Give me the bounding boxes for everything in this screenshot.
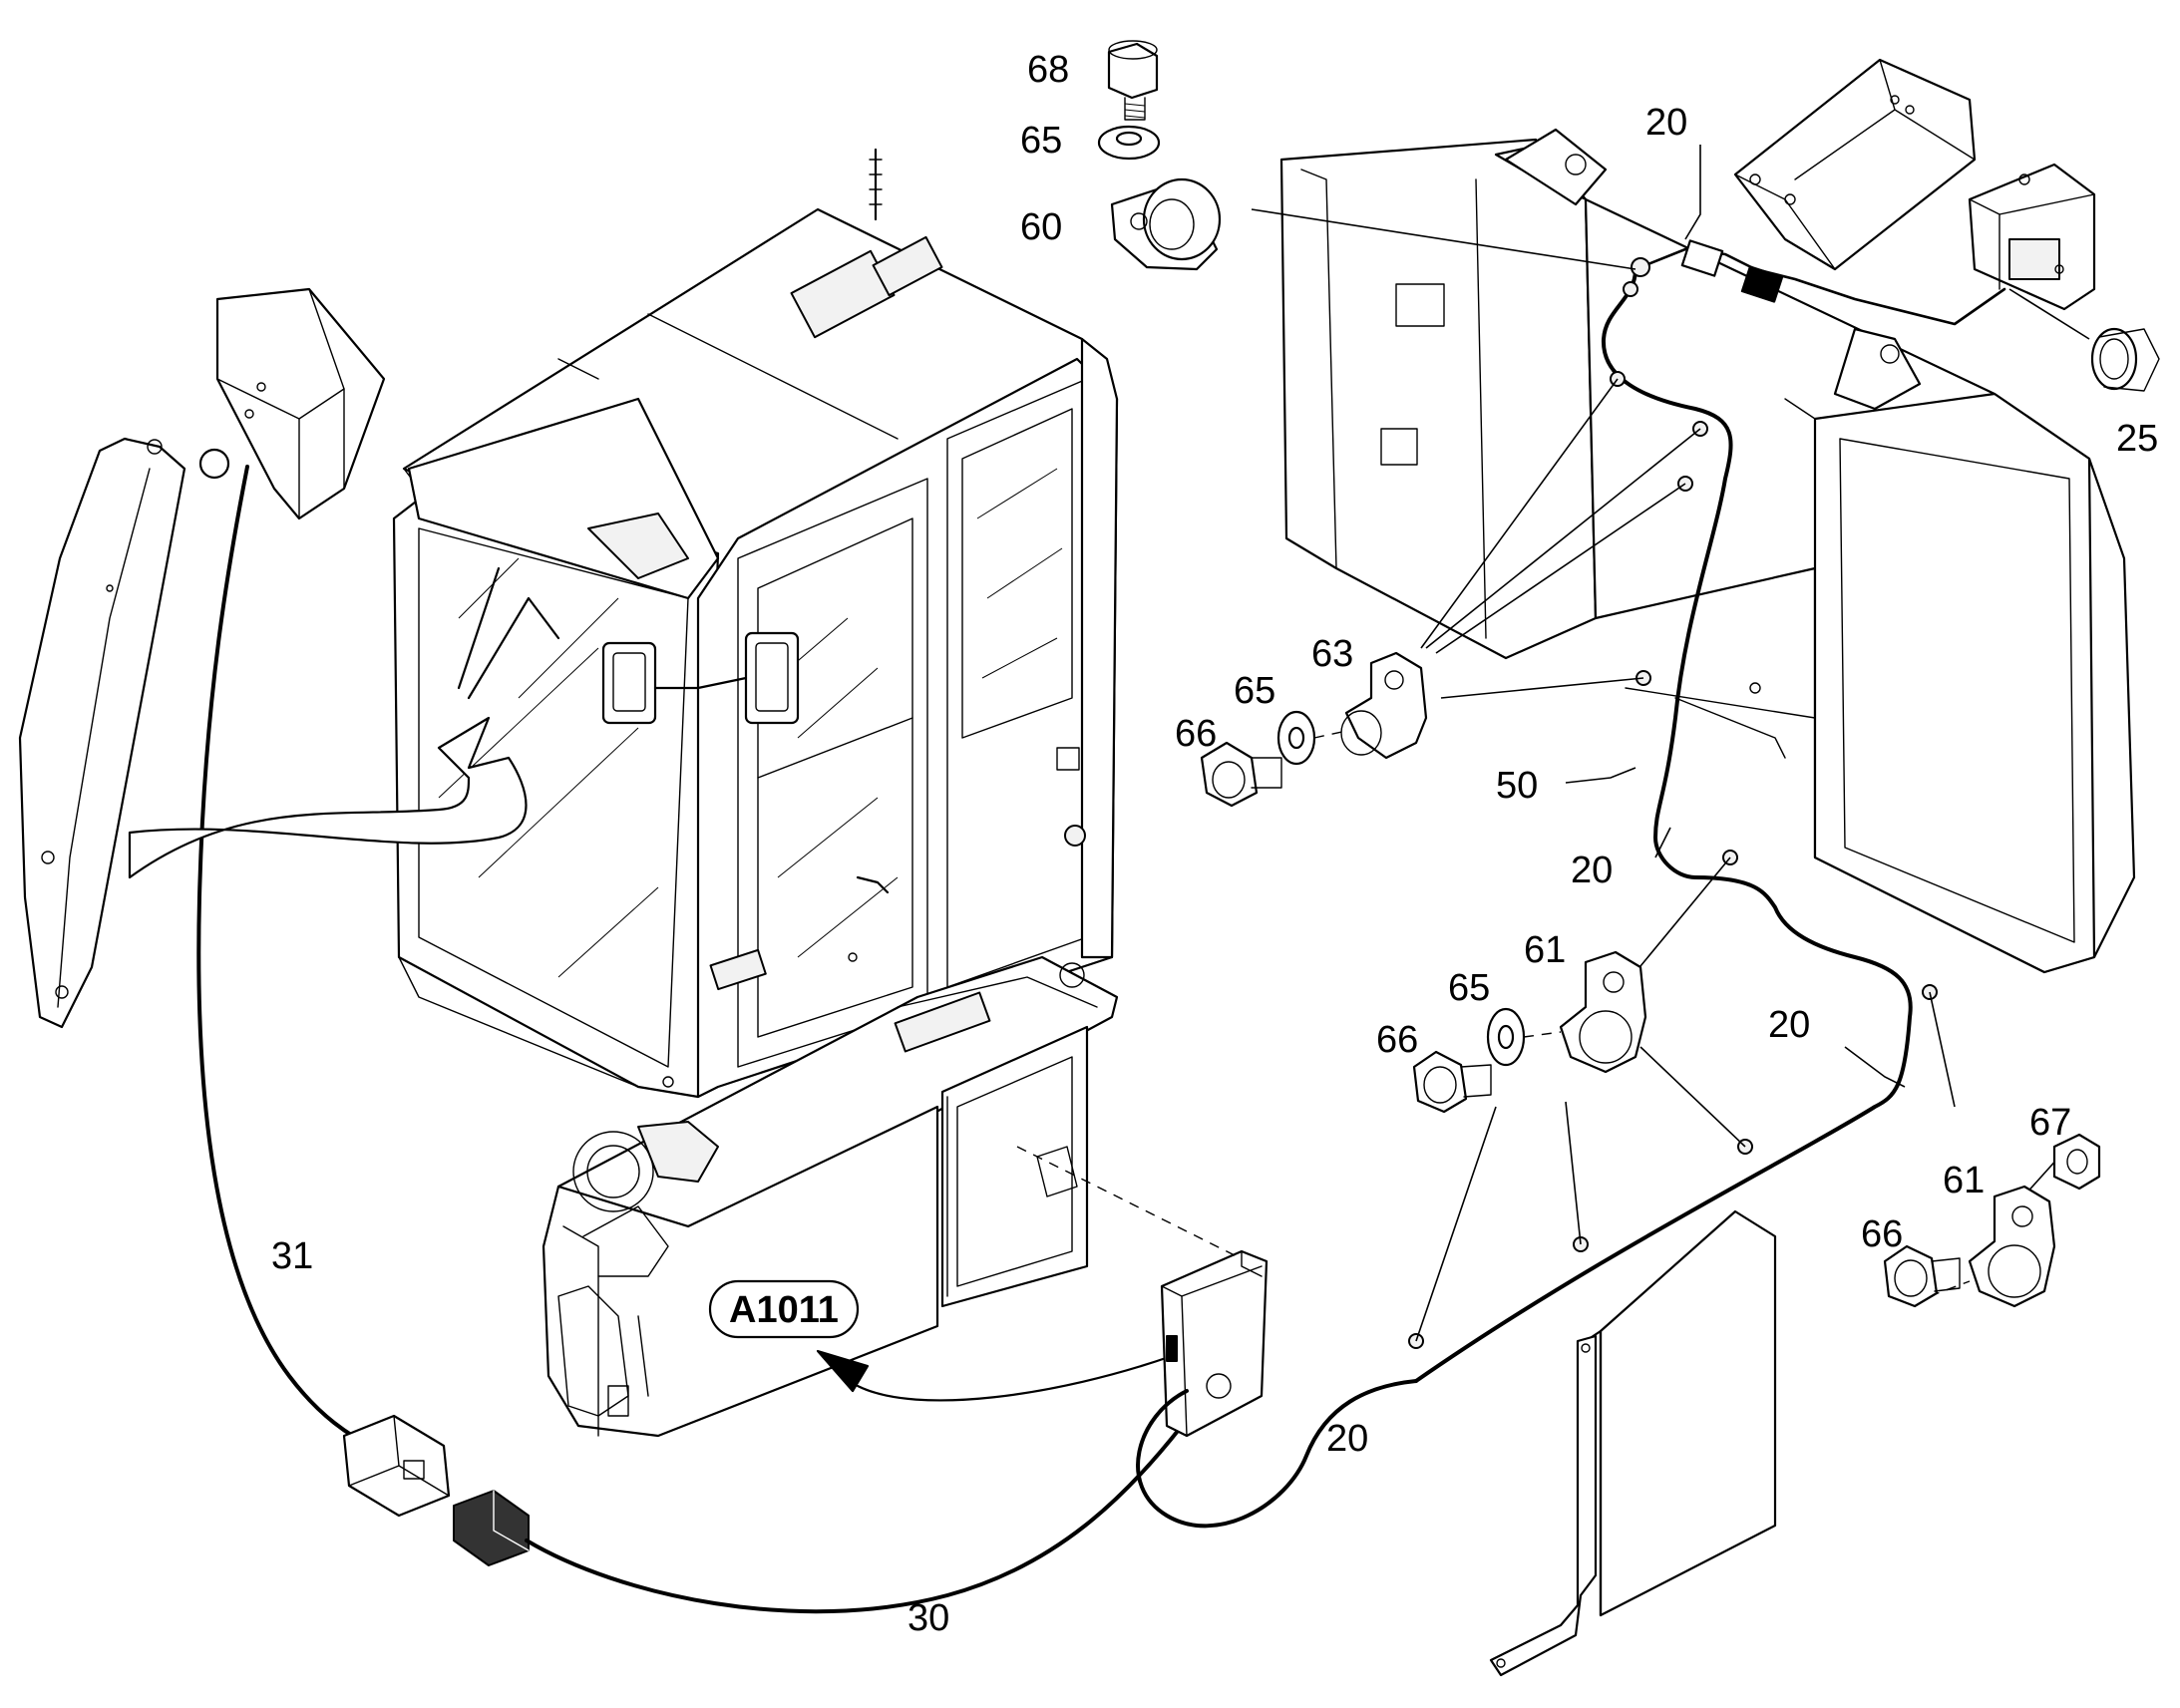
cover-plate bbox=[1489, 1209, 1777, 1677]
operator-cab bbox=[392, 148, 1119, 1099]
assembly-arrow bbox=[128, 716, 528, 879]
washer-65-mid bbox=[1276, 710, 1316, 766]
cable-connector-male bbox=[342, 1414, 451, 1518]
bolt-66-low bbox=[1412, 1050, 1492, 1114]
control-module bbox=[1160, 1249, 1269, 1438]
washer-65-top bbox=[1097, 125, 1161, 161]
clamp-60 bbox=[1110, 177, 1222, 271]
counterweight bbox=[1584, 197, 2136, 974]
camera-cover bbox=[1733, 58, 1977, 271]
callout-leaders bbox=[1565, 145, 1906, 1088]
bolt-66-right bbox=[1883, 1244, 1961, 1308]
callout-60: 60 bbox=[1020, 206, 1062, 248]
clamp-61-mid bbox=[1559, 950, 1647, 1074]
callout-65-low: 65 bbox=[1448, 967, 1490, 1009]
callout-50: 50 bbox=[1496, 765, 1538, 807]
mirror-arm bbox=[18, 437, 186, 1029]
leader-lines bbox=[1251, 208, 2060, 1342]
callout-65-mid: 65 bbox=[1234, 670, 1275, 712]
reference-label: A1011 bbox=[729, 1289, 839, 1331]
washer-65-low bbox=[1486, 1007, 1526, 1067]
callout-20-top: 20 bbox=[1645, 102, 1687, 144]
callout-66-right: 66 bbox=[1861, 1213, 1903, 1255]
clamp-63 bbox=[1340, 651, 1428, 760]
camera-bracket bbox=[1968, 163, 2096, 311]
callout-20-right2: 20 bbox=[1768, 1004, 1810, 1046]
cable-31 bbox=[196, 465, 381, 1453]
callout-68: 68 bbox=[1027, 49, 1069, 91]
ref-arrow-line bbox=[856, 1354, 1174, 1402]
callout-31: 31 bbox=[271, 1235, 313, 1277]
mirror bbox=[198, 287, 386, 520]
rear-cover bbox=[1279, 128, 1608, 660]
callout-67: 67 bbox=[2029, 1102, 2071, 1144]
side-console bbox=[542, 955, 1119, 1438]
callout-20-right1: 20 bbox=[1571, 850, 1613, 891]
callout-66-low: 66 bbox=[1376, 1019, 1418, 1061]
callout-20-bottom: 20 bbox=[1326, 1418, 1368, 1460]
harness-connector-top bbox=[1623, 239, 1784, 303]
callout-63: 63 bbox=[1311, 633, 1353, 675]
bolt-68 bbox=[1107, 40, 1159, 121]
callout-65-top: 65 bbox=[1020, 120, 1062, 162]
cable-20-main bbox=[1414, 267, 1913, 1383]
callout-25: 25 bbox=[2116, 418, 2158, 460]
nut-67 bbox=[2052, 1133, 2101, 1191]
module-mount-line bbox=[1016, 1146, 1238, 1257]
callout-30: 30 bbox=[908, 1597, 949, 1639]
bolt-66-mid bbox=[1200, 741, 1282, 808]
clamp-61-low bbox=[1968, 1185, 2056, 1308]
callout-66-mid: 66 bbox=[1175, 713, 1217, 755]
grommet-25 bbox=[2090, 327, 2160, 392]
callout-61-mid: 61 bbox=[1524, 929, 1566, 971]
cable-20-loop bbox=[1136, 1379, 1418, 1529]
callout-61-low: 61 bbox=[1943, 1160, 1985, 1201]
cable-30 bbox=[525, 1424, 1184, 1614]
ref-arrow-head bbox=[816, 1349, 870, 1393]
callout-labels: 68 65 60 20 25 63 65 66 50 20 61 65 66 2… bbox=[271, 49, 2158, 1639]
cable-connector-female bbox=[453, 1490, 530, 1566]
reference-a1011: A1011 bbox=[708, 1279, 860, 1339]
